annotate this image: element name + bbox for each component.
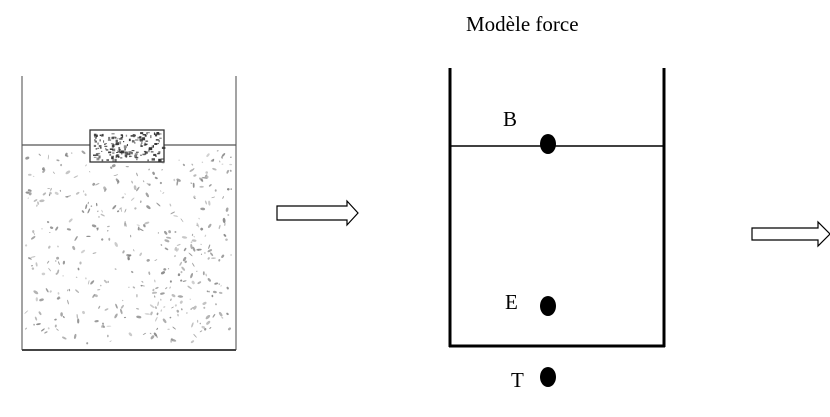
point-b-marker <box>540 134 556 154</box>
granular-material-texture <box>24 149 233 345</box>
right-arrow-icon <box>276 199 359 227</box>
model-title: Modèle force <box>466 12 579 36</box>
point-t-label: T <box>511 368 524 392</box>
force-model-container <box>448 68 666 348</box>
point-e-marker <box>540 296 556 316</box>
right-arrow-icon <box>751 220 830 248</box>
point-t-marker <box>540 367 556 387</box>
point-e-label: E <box>505 290 518 314</box>
floating-block <box>89 129 166 163</box>
point-b-label: B <box>503 107 518 131</box>
sketch-container <box>21 76 237 351</box>
